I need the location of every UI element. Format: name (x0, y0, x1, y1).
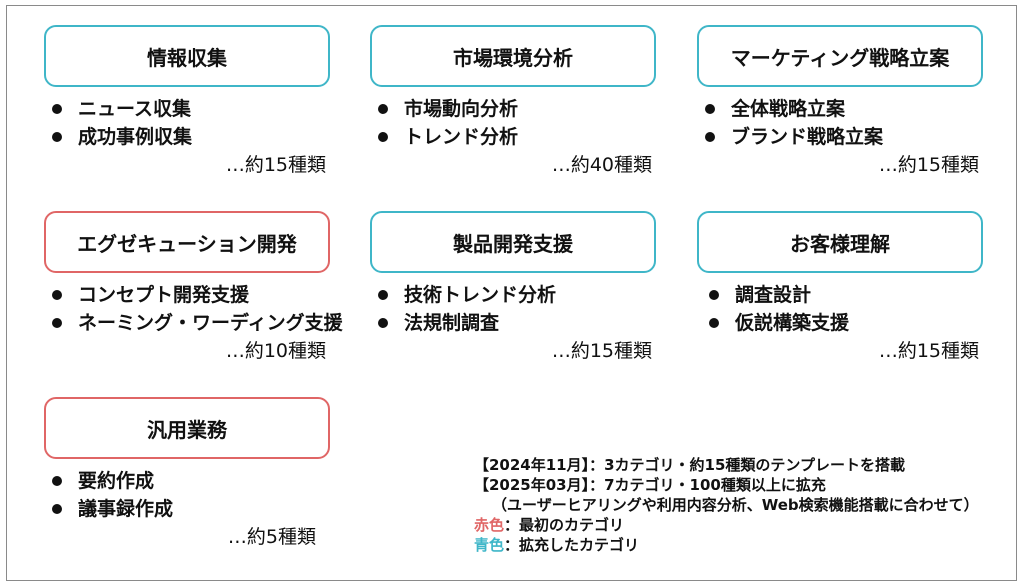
bullet-icon (378, 104, 388, 114)
template-count: …約15種類 (878, 340, 979, 362)
template-count: …約15種類 (551, 340, 652, 362)
bullet-icon (52, 290, 62, 300)
template-count: …約10種類 (225, 340, 326, 362)
category-title: マーケティング戦略立案 (697, 25, 983, 87)
bullet-icon (709, 318, 719, 328)
category-card-general-tasks: 汎用業務 要約作成 議事録作成 …約5種類 (44, 397, 330, 551)
list-item: 調査設計 (709, 281, 983, 309)
legend-red-label: 赤色 (474, 516, 505, 534)
list-item: トレンド分析 (378, 123, 656, 151)
list-item: 成功事例収集 (52, 123, 330, 151)
template-count: …約15種類 (878, 154, 979, 176)
category-items: コンセプト開発支援 ネーミング・ワーディング支援 (44, 281, 343, 337)
category-card-market-analysis: 市場環境分析 市場動向分析 トレンド分析 …約40種類 (370, 25, 656, 179)
bullet-icon (52, 504, 62, 514)
legend-blue-label: 青色 (474, 536, 505, 554)
diagram-frame (6, 5, 1017, 581)
list-item: 全体戦略立案 (705, 95, 983, 123)
bullet-icon (378, 318, 388, 328)
template-count: …約40種類 (551, 154, 652, 176)
legend-blue: 青色：拡充したカテゴリ (474, 535, 979, 555)
legend-red: 赤色：最初のカテゴリ (474, 515, 979, 535)
note-line-2025: 【2025年03月】：7カテゴリ・100種類以上に拡充 (474, 476, 826, 494)
bullet-icon (378, 290, 388, 300)
category-card-info-collection: 情報収集 ニュース収集 成功事例収集 …約15種類 (44, 25, 330, 179)
list-item: ネーミング・ワーディング支援 (52, 309, 343, 337)
category-title: エグゼキューション開発 (44, 211, 330, 273)
category-title: 製品開発支援 (370, 211, 656, 273)
category-title: 汎用業務 (44, 397, 330, 459)
legend-blue-text: ：拡充したカテゴリ (504, 536, 640, 554)
note-line-reason: （ユーザーヒアリングや利用内容分析、Web検索機能搭載に合わせて） (492, 496, 979, 514)
bullet-icon (52, 476, 62, 486)
category-title: お客様理解 (697, 211, 983, 273)
category-items: 市場動向分析 トレンド分析 (370, 95, 656, 151)
category-card-product-development: 製品開発支援 技術トレンド分析 法規制調査 …約15種類 (370, 211, 656, 365)
bullet-icon (52, 132, 62, 142)
list-item: 市場動向分析 (378, 95, 656, 123)
list-item: 議事録作成 (52, 495, 330, 523)
category-items: 要約作成 議事録作成 (44, 467, 330, 523)
category-title: 情報収集 (44, 25, 330, 87)
bullet-icon (709, 290, 719, 300)
list-item: 仮説構築支援 (709, 309, 983, 337)
category-title: 市場環境分析 (370, 25, 656, 87)
category-items: 調査設計 仮説構築支援 (697, 281, 983, 337)
list-item: ニュース収集 (52, 95, 330, 123)
bullet-icon (705, 132, 715, 142)
category-card-marketing-strategy: マーケティング戦略立案 全体戦略立案 ブランド戦略立案 …約15種類 (697, 25, 983, 179)
bullet-icon (705, 104, 715, 114)
bullet-icon (52, 318, 62, 328)
list-item: コンセプト開発支援 (52, 281, 330, 309)
category-card-customer-understanding: お客様理解 調査設計 仮説構築支援 …約15種類 (697, 211, 983, 365)
category-card-execution-development: エグゼキューション開発 コンセプト開発支援 ネーミング・ワーディング支援 …約1… (44, 211, 343, 365)
bullet-icon (378, 132, 388, 142)
list-item: 技術トレンド分析 (378, 281, 656, 309)
category-items: ニュース収集 成功事例収集 (44, 95, 330, 151)
list-item: ブランド戦略立案 (705, 123, 983, 151)
bullet-icon (52, 104, 62, 114)
note-line-2024: 【2024年11月】：3カテゴリ・約15種類のテンプレートを搭載 (474, 456, 905, 474)
category-items: 技術トレンド分析 法規制調査 (370, 281, 656, 337)
list-item: 法規制調査 (378, 309, 656, 337)
template-count: …約5種類 (227, 526, 316, 548)
list-item: 要約作成 (52, 467, 330, 495)
legend-red-text: ：最初のカテゴリ (504, 516, 625, 534)
notes-block: 【2024年11月】：3カテゴリ・約15種類のテンプレートを搭載 【2025年0… (474, 455, 979, 555)
template-count: …約15種類 (225, 154, 326, 176)
category-items: 全体戦略立案 ブランド戦略立案 (697, 95, 983, 151)
